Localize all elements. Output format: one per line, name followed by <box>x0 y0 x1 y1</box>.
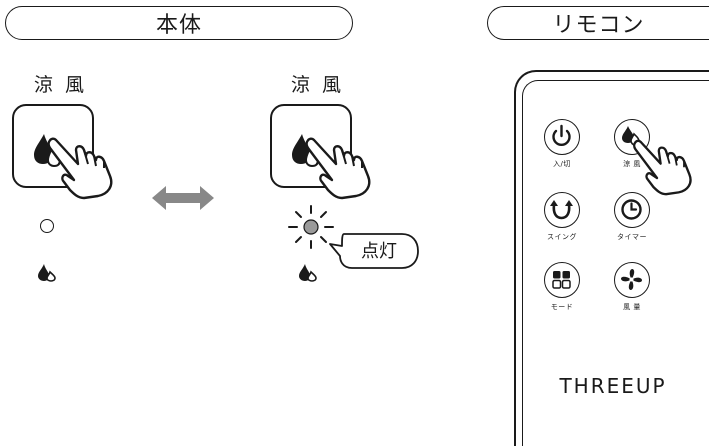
remote-header: リモコン <box>487 6 709 40</box>
remote-fan-speed-button[interactable] <box>614 262 650 298</box>
left-mode-label: 涼 風 <box>34 74 88 96</box>
remote-title: リモコン <box>552 13 645 38</box>
remote-control-face <box>522 80 709 446</box>
led-lit-label: 点灯 <box>361 241 397 262</box>
pointing-hand-icon <box>47 137 113 200</box>
remote-swing-label: スイング <box>547 233 577 241</box>
remote-power-button[interactable] <box>544 119 580 155</box>
swing-icon <box>550 200 573 220</box>
callout-bubble <box>329 233 419 269</box>
mode-grid-icon <box>552 271 571 289</box>
fan-icon <box>621 269 642 290</box>
led-indicator-off <box>40 219 54 233</box>
remote-swing-button[interactable] <box>544 192 580 228</box>
main-unit-header: 本体 <box>5 6 353 40</box>
led-indicator-lit <box>288 205 334 249</box>
cool-breeze-drop-icon <box>292 134 320 168</box>
pointing-hand-icon <box>633 139 692 196</box>
cool-breeze-drop-icon <box>299 264 317 282</box>
timer-clock-icon <box>621 199 642 220</box>
main-unit-title: 本体 <box>155 13 202 38</box>
remote-mode-label: モード <box>550 303 574 311</box>
remote-mode-button[interactable] <box>544 262 580 298</box>
remote-fan-speed-label: 風 量 <box>623 303 641 311</box>
double-arrow-icon <box>152 186 214 210</box>
remote-timer-label: タイマー <box>617 233 647 241</box>
power-icon <box>552 124 571 146</box>
remote-cool-breeze-label: 涼 風 <box>623 160 641 168</box>
remote-timer-button[interactable] <box>614 192 650 228</box>
brand-logo-text: THREEUP <box>559 374 667 398</box>
pointing-hand-icon <box>305 137 371 200</box>
cool-breeze-drop-icon <box>34 134 62 168</box>
cool-breeze-drop-icon <box>38 264 56 282</box>
remote-power-label: 入/切 <box>553 160 571 168</box>
right-mode-label: 涼 風 <box>291 74 345 96</box>
